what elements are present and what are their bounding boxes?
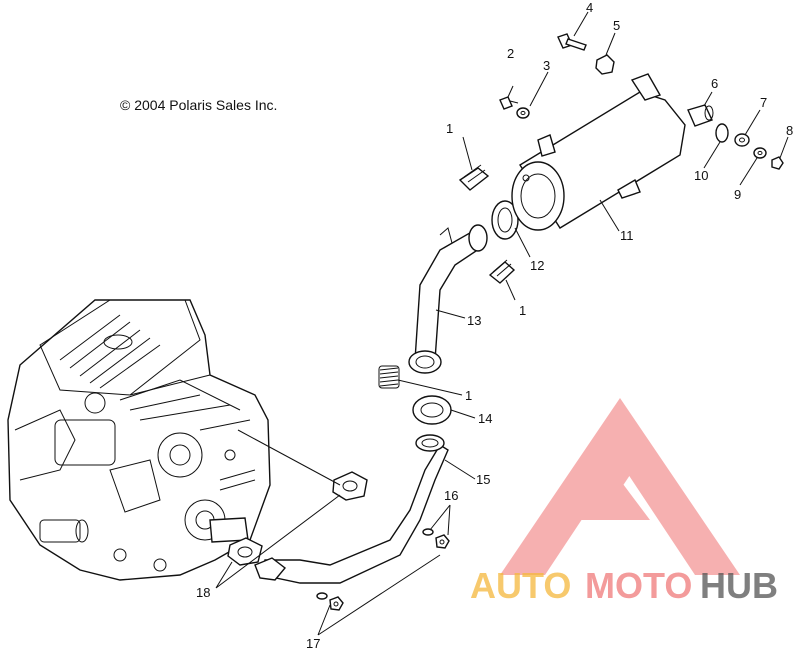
- callout-15: 15: [476, 472, 490, 487]
- spring-middle: [488, 259, 516, 284]
- callout-9: 9: [734, 187, 741, 202]
- watermark-part-2: MOTO: [585, 565, 692, 606]
- leader-lines: [215, 11, 789, 636]
- nut-8: [771, 156, 784, 170]
- callout-6: 6: [711, 76, 718, 91]
- header-pipe: [254, 434, 449, 584]
- washer-9: [753, 147, 767, 159]
- watermark-part-3: HUB: [700, 565, 778, 606]
- mid-pipe: [408, 224, 488, 374]
- muffler: [511, 73, 686, 231]
- washer-16: [422, 528, 434, 536]
- engine-assembly: [7, 299, 271, 581]
- callout-12: 12: [530, 258, 544, 273]
- gasket-header: [332, 471, 368, 501]
- callout-2: 2: [507, 46, 514, 61]
- callout-14: 14: [478, 411, 492, 426]
- gasket-engine: [227, 537, 263, 566]
- callout-1-middle: 1: [519, 303, 526, 318]
- washer-7: [734, 133, 750, 147]
- watermark-part-1: AUTO: [470, 565, 571, 606]
- callout-16: 16: [444, 488, 458, 503]
- callout-5: 5: [613, 18, 620, 33]
- seal-ring: [412, 395, 452, 425]
- callout-1-upper: 1: [446, 121, 453, 136]
- copyright-text: © 2004 Polaris Sales Inc.: [120, 97, 277, 113]
- washer-3: [516, 107, 530, 119]
- callout-18: 18: [196, 585, 210, 600]
- watermark-logo: [500, 398, 740, 575]
- gasket-ring-12: [491, 200, 519, 240]
- watermark-text: AUTO MOTO HUB: [470, 565, 778, 606]
- callout-4: 4: [586, 0, 593, 15]
- callout-13: 13: [467, 313, 481, 328]
- oring-10: [715, 123, 729, 143]
- nut-16: [435, 534, 450, 549]
- bolt-2: [499, 96, 519, 110]
- spring-upper: [458, 164, 490, 191]
- callout-1-lower: 1: [465, 388, 472, 403]
- callout-17: 17: [306, 636, 320, 651]
- callout-10: 10: [694, 168, 708, 183]
- callout-7: 7: [760, 95, 767, 110]
- tube-6: [687, 104, 714, 127]
- bolt-4: [557, 33, 587, 51]
- nut-5: [595, 54, 615, 75]
- nut-17: [329, 596, 344, 611]
- callout-8: 8: [786, 123, 793, 138]
- callout-3: 3: [543, 58, 550, 73]
- washer-17: [316, 592, 328, 600]
- spring-lower: [378, 365, 400, 389]
- callout-11: 11: [620, 228, 634, 243]
